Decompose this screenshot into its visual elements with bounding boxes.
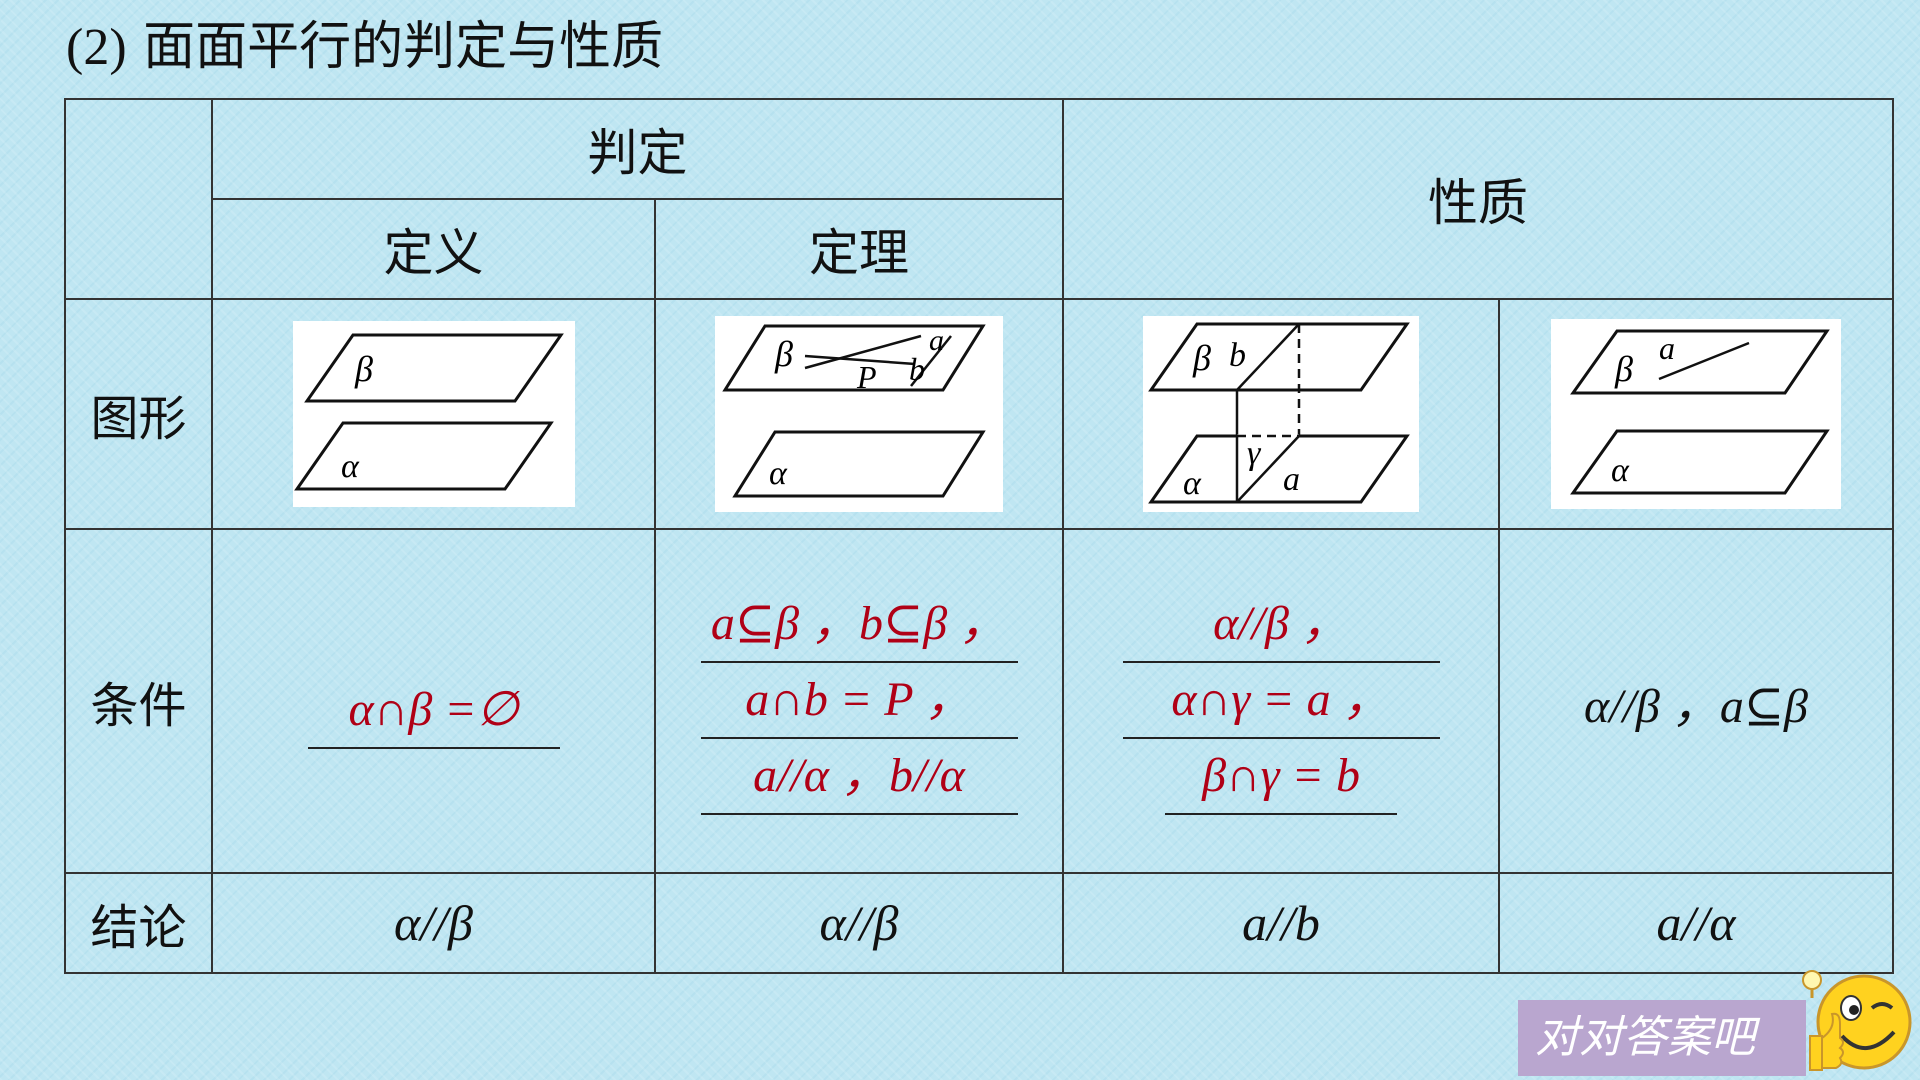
label-a: a xyxy=(1283,461,1300,498)
condition-line: α∩γ = a ， xyxy=(1122,663,1440,739)
header-judge: 判定 xyxy=(211,98,1064,200)
label-beta: β xyxy=(354,349,373,389)
figure-theorem: β P b a α xyxy=(715,316,1003,512)
label-b: b xyxy=(1229,337,1246,374)
label-b: b xyxy=(909,351,925,387)
label-alpha: α xyxy=(1183,465,1202,502)
line-b xyxy=(804,354,916,366)
header-theorem: 定理 xyxy=(654,198,1064,300)
plane-beta xyxy=(1148,322,1410,392)
condition-property-1: α//β ， α∩γ = a ， β∩γ = b xyxy=(1062,528,1500,874)
figure-cell-theorem: β P b a α xyxy=(654,298,1064,530)
label-p: P xyxy=(856,359,877,395)
figure-cell-property-2: β a α xyxy=(1498,298,1894,530)
condition-line: a//α ，b//α xyxy=(700,739,1018,815)
label-beta: β xyxy=(1614,349,1633,389)
label-alpha: α xyxy=(1611,452,1630,489)
corner-cell xyxy=(64,98,213,300)
label-alpha: α xyxy=(341,448,360,485)
figure-property-1: β b γ α a xyxy=(1143,316,1419,512)
line-a xyxy=(804,334,922,370)
row-label-figure: 图形 xyxy=(64,298,213,530)
line-b xyxy=(1236,323,1300,391)
conclusion-property-2: a//α xyxy=(1498,872,1894,974)
label-a: a xyxy=(929,324,944,357)
plane-beta xyxy=(722,324,986,392)
label-a: a xyxy=(1659,330,1675,366)
condition-property-2: α//β ，a⊆β xyxy=(1498,528,1894,874)
condition-theorem: a⊆β ，b⊆β ， a∩b = P ， a//α ，b//α xyxy=(654,528,1064,874)
conclusion-definition: α//β xyxy=(211,872,656,974)
plane-beta xyxy=(303,333,564,403)
figure-property-2: β a α xyxy=(1551,319,1841,509)
plane-alpha xyxy=(1148,434,1410,504)
figure-cell-definition: β α xyxy=(211,298,656,530)
page-title: (2) 面面平行的判定与性质 xyxy=(66,12,663,83)
label-beta: β xyxy=(774,334,793,374)
figure-cell-property-1: β b γ α a xyxy=(1062,298,1500,530)
plane-alpha xyxy=(732,430,986,498)
label-gamma: γ xyxy=(1247,435,1262,472)
condition-line: a∩b = P ， xyxy=(700,663,1018,739)
label-beta: β xyxy=(1192,338,1211,378)
condition-definition: α∩β =∅ xyxy=(211,528,656,874)
line-b-tail xyxy=(910,335,952,387)
smiley-icon[interactable] xyxy=(1796,958,1914,1076)
row-label-conclusion: 结论 xyxy=(64,872,213,974)
plane-parallel-table: 判定 性质 定义 定理 图形 β α β P b a xyxy=(64,98,1894,974)
figure-definition: β α xyxy=(292,321,575,507)
condition-line: β∩γ = b xyxy=(1165,739,1397,815)
plane-beta xyxy=(1570,329,1830,395)
line-a xyxy=(1658,341,1750,381)
line-a xyxy=(1236,435,1300,503)
conclusion-property-1: a//b xyxy=(1062,872,1500,974)
conclusion-theorem: α//β xyxy=(654,872,1064,974)
check-answers-button[interactable]: 对对答案吧 xyxy=(1518,1000,1806,1076)
title-number: (2) xyxy=(66,19,127,76)
title-text: 面面平行的判定与性质 xyxy=(143,17,664,77)
label-alpha: α xyxy=(769,455,788,492)
condition-line: α∩β =∅ xyxy=(307,673,560,749)
condition-line: α//β ， xyxy=(1122,587,1440,663)
header-property: 性质 xyxy=(1062,98,1894,300)
row-label-condition: 条件 xyxy=(64,528,213,874)
plane-alpha xyxy=(293,421,554,491)
plane-alpha xyxy=(1570,429,1830,495)
condition-line: a⊆β ，b⊆β ， xyxy=(700,587,1018,663)
header-definition: 定义 xyxy=(211,198,656,300)
